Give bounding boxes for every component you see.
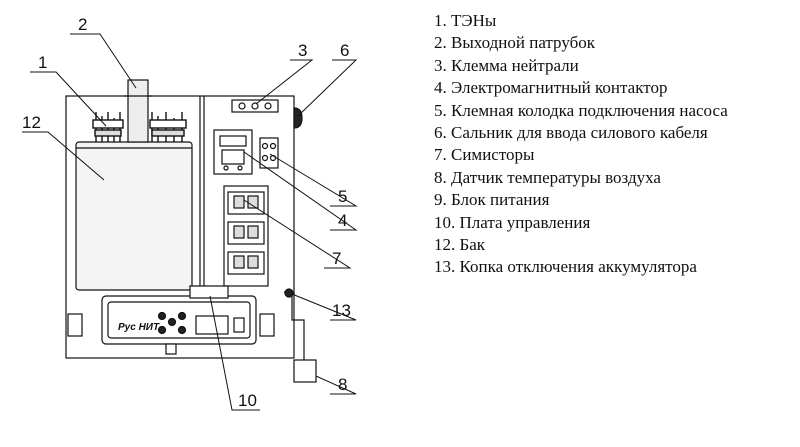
contactor bbox=[213, 129, 253, 175]
pump-terminal-block bbox=[259, 137, 279, 169]
legend-item: 8. Датчик температуры воздуха bbox=[434, 167, 661, 187]
leader-lines bbox=[22, 33, 358, 411]
air-temperature-sensor bbox=[293, 359, 317, 383]
legend-item: 12. Бак bbox=[434, 235, 486, 255]
battery-off-button bbox=[284, 288, 294, 298]
triacs bbox=[223, 185, 269, 287]
legend-item: 2. Выходной патрубок bbox=[434, 33, 596, 53]
cable-gland bbox=[293, 107, 303, 129]
legend-item: 10. Плата управления bbox=[434, 212, 591, 232]
legend-item: 6. Сальник для ввода силового кабеля bbox=[434, 123, 708, 143]
callout-4: 4 bbox=[338, 211, 347, 230]
callout-5: 5 bbox=[338, 187, 347, 206]
legend-item: 9. Блок питания bbox=[434, 190, 550, 210]
legend-item: 4. Электромагнитный контактор bbox=[434, 78, 668, 98]
tank bbox=[75, 141, 193, 291]
callout-3: 3 bbox=[298, 41, 307, 60]
device-brand: Рус НИТ bbox=[118, 322, 160, 333]
callout-1: 1 bbox=[38, 53, 47, 72]
callout-2: 2 bbox=[78, 15, 87, 34]
legend-item: 1. ТЭНы bbox=[434, 11, 497, 30]
callout-7: 7 bbox=[332, 249, 341, 268]
callout-8: 8 bbox=[338, 375, 347, 394]
callout-13: 13 bbox=[332, 301, 351, 320]
legend-item: 3. Клемма нейтрали bbox=[434, 55, 579, 75]
callout-6: 6 bbox=[340, 41, 349, 60]
outlet-pipe bbox=[127, 79, 149, 143]
parts-legend: 1. ТЭНы 2. Выходной патрубок 3. Клемма н… bbox=[434, 10, 728, 279]
legend-item: 13. Копка отключения аккумулятора bbox=[434, 257, 697, 277]
callout-12: 12 bbox=[22, 113, 41, 132]
legend-item: 7. Симисторы bbox=[434, 145, 535, 165]
legend-item: 5. Клемная колодка подключения насоса bbox=[434, 100, 728, 120]
heating-elements bbox=[92, 112, 187, 142]
callout-10: 10 bbox=[238, 391, 257, 410]
control-board bbox=[101, 285, 257, 355]
neutral-terminal bbox=[231, 99, 279, 113]
boiler-diagram: Рус НИТ 1 2 3 6 12 5 4 7 13 8 10 bbox=[22, 15, 358, 411]
